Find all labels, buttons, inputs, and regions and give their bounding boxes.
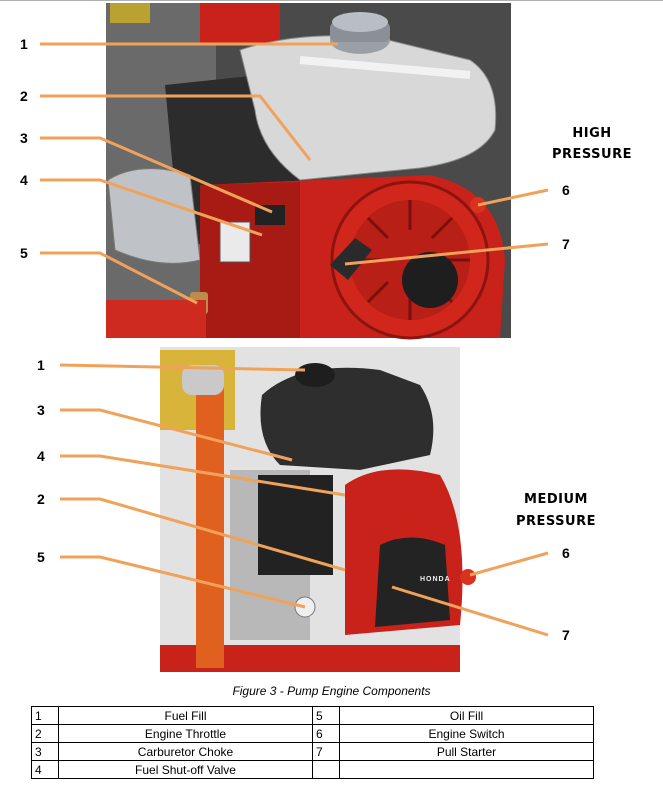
engine-brand-logo: HONDA [420,576,451,583]
legend-number: 5 [312,706,340,725]
legend-number: 2 [31,724,59,743]
legend-label: Carburetor Choke [58,742,313,761]
medium-pressure-engine-illustration [59,347,549,672]
callout-7-medium: 7 [562,627,570,643]
callout-4-medium: 4 [37,448,45,464]
callout-1-high: 1 [20,36,28,52]
callout-5-medium: 5 [37,549,45,565]
callout-3-medium: 3 [37,402,45,418]
callout-7-high: 7 [562,236,570,252]
callout-6-high: 6 [562,182,570,198]
legend-label: Pull Starter [339,742,594,761]
medium-pressure-title: MEDIUM PRESSURE [504,492,608,529]
legend-label: Fuel Shut-off Valve [58,760,313,779]
callout-2-high: 2 [20,88,28,104]
legend-number [312,760,340,779]
callout-4-high: 4 [20,172,28,188]
callout-1-medium: 1 [37,357,45,373]
top-rule [0,0,663,1]
callout-6-medium: 6 [562,545,570,561]
callout-5-high: 5 [20,245,28,261]
legend-number: 4 [31,760,59,779]
figure-caption: Figure 3 - Pump Engine Components [232,684,431,698]
callout-2-medium: 2 [37,491,45,507]
callout-3-high: 3 [20,130,28,146]
high-pressure-title-line1: HIGH [572,126,612,141]
legend-number: 3 [31,742,59,761]
legend-label: Engine Throttle [58,724,313,743]
high-pressure-title: HIGH PRESSURE [540,126,644,162]
legend-label [339,760,594,779]
legend-number: 1 [31,706,59,725]
legend-label: Oil Fill [339,706,594,725]
legend-label: Fuel Fill [58,706,313,725]
high-pressure-title-line2: PRESSURE [551,147,632,162]
legend-number: 7 [312,742,340,761]
legend-label: Engine Switch [339,724,594,743]
medium-pressure-title-line2: PRESSURE [515,514,596,529]
medium-pressure-title-line1: MEDIUM [524,492,588,507]
high-pressure-engine-illustration [40,3,549,340]
legend-number: 6 [312,724,340,743]
